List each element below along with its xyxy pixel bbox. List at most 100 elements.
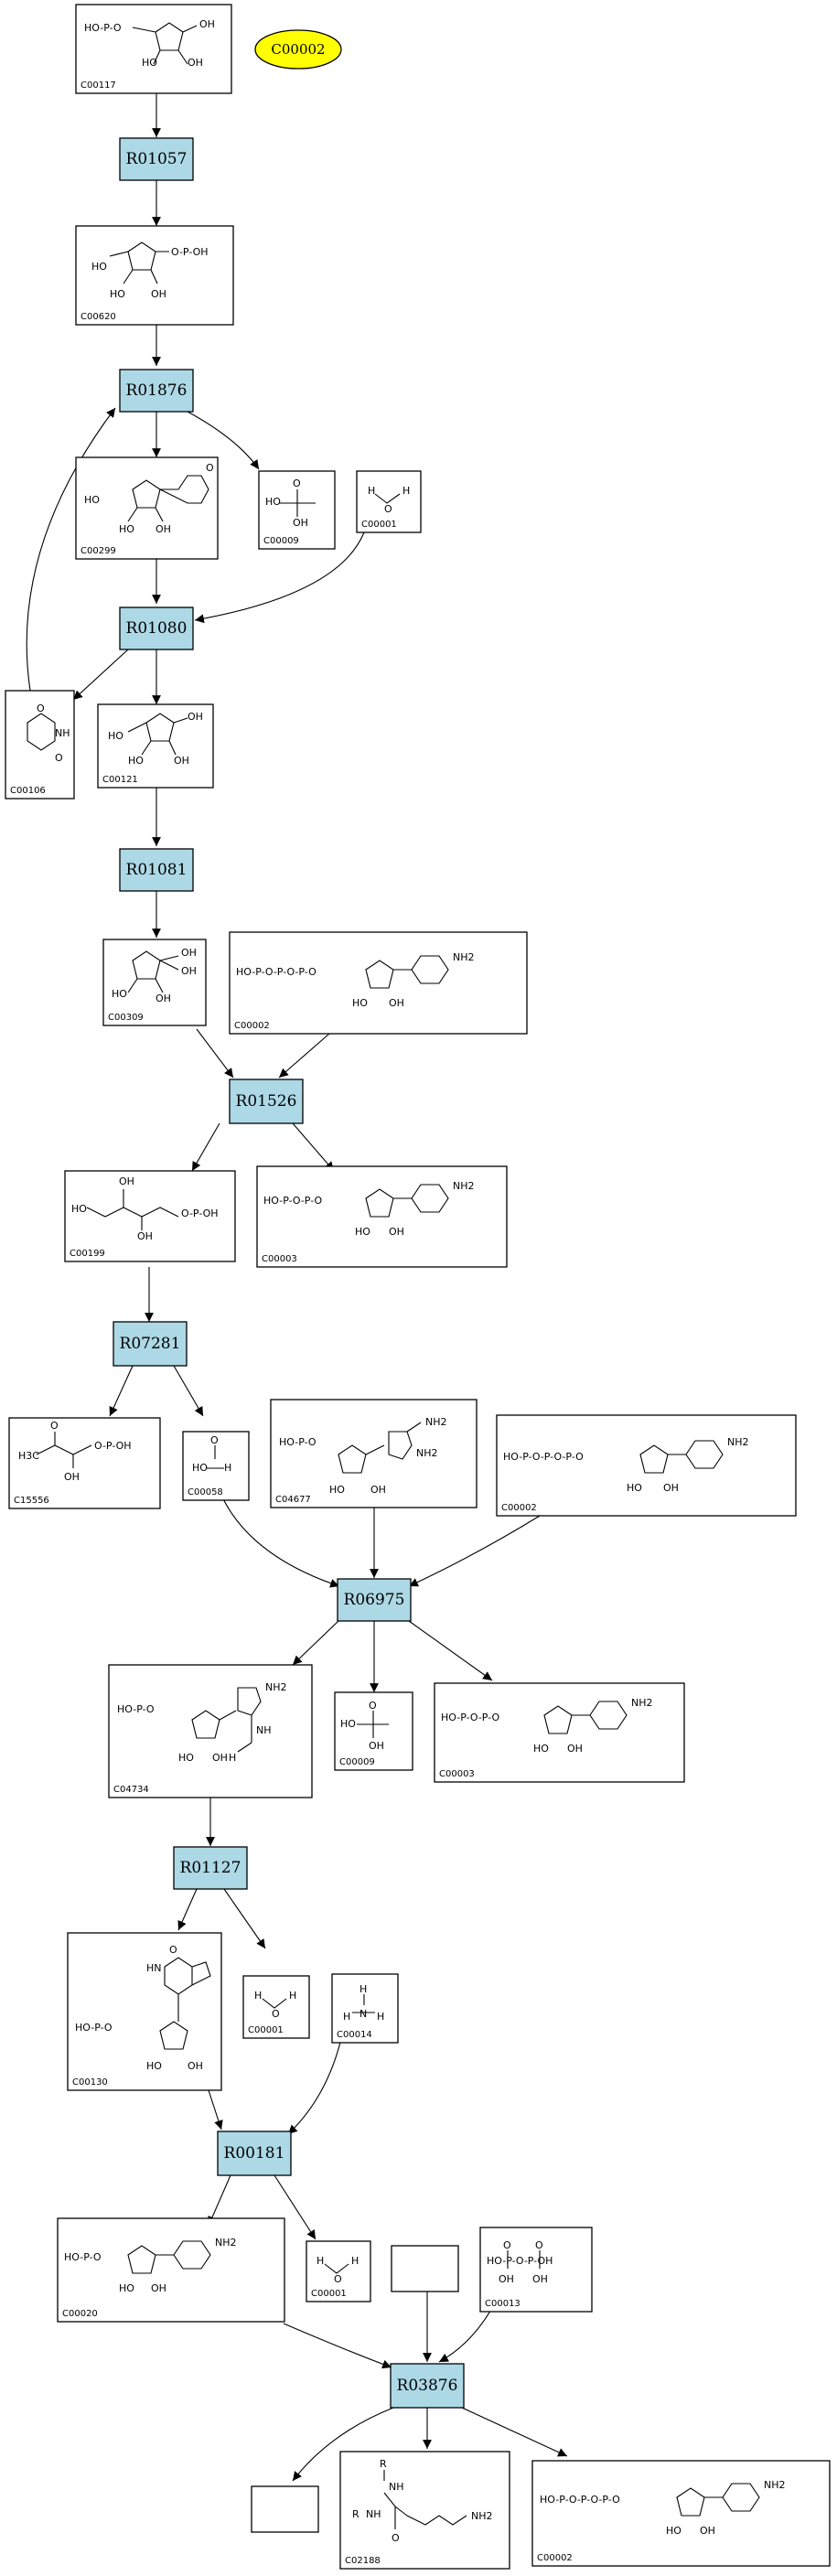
empty-compound-node[interactable] <box>391 2245 459 2292</box>
svg-text:H: H <box>402 485 410 497</box>
svg-text:HO-P-O-P-O-P-O: HO-P-O-P-O-P-O <box>503 1451 584 1463</box>
reaction-node[interactable]: R01876 <box>119 369 194 413</box>
reaction-label: R03876 <box>397 2377 458 2395</box>
svg-text:NH: NH <box>389 2481 404 2493</box>
edge <box>109 1365 134 1417</box>
svg-text:HO: HO <box>533 1743 549 1755</box>
compound-node[interactable]: HOH C00001 <box>242 1975 310 2039</box>
edge <box>278 1033 330 1079</box>
reaction-node[interactable]: R00181 <box>217 2131 292 2176</box>
reaction-node[interactable]: R03876 <box>390 2363 465 2409</box>
compound-label: C00199 <box>70 1249 105 1259</box>
svg-text:NH: NH <box>366 2508 381 2520</box>
edge <box>196 1028 234 1079</box>
svg-text:OH: OH <box>188 57 203 69</box>
reaction-node[interactable]: R06975 <box>337 1578 412 1622</box>
empty-compound-node[interactable] <box>251 2485 319 2533</box>
compound-node[interactable]: HOH C00001 <box>306 2240 371 2302</box>
svg-text:O-P-OH: O-P-OH <box>181 1208 219 1219</box>
svg-text:NH2: NH2 <box>215 2237 237 2249</box>
svg-text:HO: HO <box>119 2282 134 2294</box>
reaction-node[interactable]: R01526 <box>229 1079 304 1124</box>
svg-text:HO-P-O: HO-P-O <box>279 1436 317 1448</box>
compound-label: C00299 <box>80 546 116 556</box>
edge <box>292 1122 335 1172</box>
compound-node[interactable]: HOH C00001 <box>356 470 422 533</box>
svg-text:OH: OH <box>181 965 197 977</box>
svg-text:NH2: NH2 <box>631 1697 653 1709</box>
edge <box>283 2323 392 2369</box>
compound-label: C00002 <box>501 1503 537 1513</box>
compound-label: C00003 <box>439 1769 475 1779</box>
highlight-label: C00002 <box>271 41 325 58</box>
svg-text:OH: OH <box>663 1482 679 1494</box>
compound-label: C00014 <box>337 2030 372 2040</box>
svg-text:H: H <box>359 1983 367 1995</box>
svg-text:OH: OH <box>499 2273 514 2285</box>
edge <box>223 1888 266 1949</box>
reaction-node[interactable]: R07281 <box>113 1321 188 1367</box>
edge <box>461 2407 568 2457</box>
svg-text:OH: OH <box>389 997 404 1009</box>
svg-text:HO: HO <box>110 288 125 300</box>
reaction-node[interactable]: R01081 <box>119 848 194 892</box>
edge <box>292 1620 339 1666</box>
svg-text:OH: OH <box>188 711 203 723</box>
reaction-label: R01081 <box>126 861 188 879</box>
compound-label: C00013 <box>485 2299 520 2309</box>
compound-label: C00003 <box>262 1254 297 1264</box>
molecule-structure: HOH <box>254 1990 296 2020</box>
svg-text:HO-P-O-P-O-P-O: HO-P-O-P-O-P-O <box>236 966 317 978</box>
reaction-node[interactable]: R01057 <box>119 137 194 181</box>
svg-text:OH: OH <box>532 2273 548 2285</box>
svg-text:OH: OH <box>181 947 197 959</box>
svg-text:H: H <box>224 1462 231 1474</box>
compound-label: C02188 <box>345 2556 381 2566</box>
edge <box>177 1888 198 1931</box>
compound-label: C00058 <box>188 1487 223 1497</box>
svg-text:O: O <box>535 2239 543 2251</box>
compound-label: C00620 <box>80 312 116 322</box>
compound-label: C15556 <box>14 1496 49 1506</box>
reaction-node[interactable]: R01127 <box>173 1846 248 1890</box>
reaction-node[interactable]: R01080 <box>119 606 194 650</box>
svg-text:HO: HO <box>666 2525 681 2537</box>
edge <box>208 2089 223 2131</box>
edge <box>173 1365 204 1417</box>
svg-text:HO: HO <box>265 496 281 508</box>
edge <box>408 1620 493 1681</box>
svg-text:HO: HO <box>108 730 123 742</box>
highlight-compound[interactable]: C00002 <box>254 29 342 70</box>
svg-text:OH: OH <box>567 1743 583 1755</box>
